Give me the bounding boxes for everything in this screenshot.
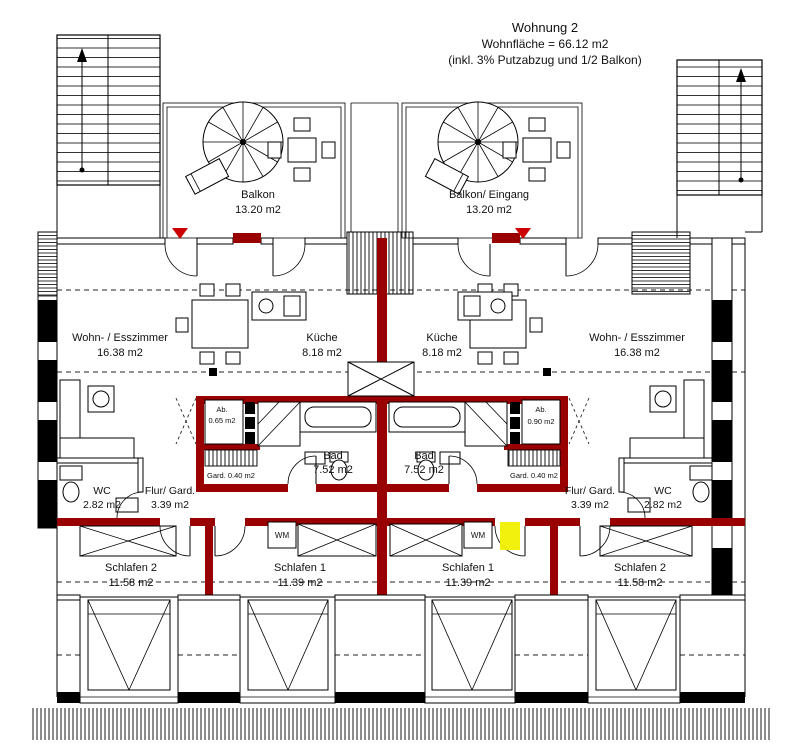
- kitchen-counter-left: [251, 291, 307, 321]
- label-schlafen1-right-area: 11.39 m2: [445, 577, 490, 589]
- center-shaft-outline: [350, 102, 399, 232]
- wardrobe-schlafen2-right: [599, 525, 693, 557]
- label-gard-left: Gard. 0.40 m2: [207, 471, 255, 480]
- label-wc-left-name: WC: [93, 485, 111, 497]
- washing-machine-right: [463, 521, 493, 549]
- label-schlafen2-right-area: 11.58 m2: [617, 577, 662, 589]
- spiral-staircase-right: [437, 101, 519, 183]
- roof-edge-hatch-band: [30, 708, 770, 740]
- label-wc-left-area: 2.82 m2: [83, 499, 121, 511]
- label-bad-right-area: 7.52 m2: [404, 464, 444, 476]
- label-balkon-right-area: 13.20 m2: [466, 204, 512, 216]
- label-schlafen1-right-name: Schlafen 1: [442, 562, 494, 574]
- label-schlafen2-left-area: 11.58 m2: [108, 577, 153, 589]
- bad-fixtures-left: [304, 451, 349, 481]
- staircase-top-right: [676, 59, 763, 238]
- label-schlafen1-left-name: Schlafen 1: [274, 562, 326, 574]
- wardrobe-schlafen1-left: [297, 523, 377, 557]
- label-kueche-left-name: Küche: [306, 332, 337, 344]
- label-schlafen2-left-name: Schlafen 2: [105, 562, 157, 574]
- balcony-table-left: [267, 117, 336, 182]
- label-wm-right: WM: [471, 531, 486, 540]
- wardrobe-rack-gard-right: [507, 449, 561, 467]
- kitchen-counter-right: [457, 291, 513, 321]
- label-balkon-left-name: Balkon: [241, 189, 275, 201]
- sofa-right: [629, 379, 705, 459]
- highlight-marker[interactable]: [500, 522, 520, 550]
- label-wohn-left-name: Wohn- / Esszimmer: [72, 332, 168, 344]
- label-kueche-right-area: 8.18 m2: [422, 347, 462, 359]
- bathtub-right: [388, 401, 466, 433]
- bathtub-left: [299, 401, 377, 433]
- label-wohn-left-area: 16.38 m2: [97, 347, 143, 359]
- label-gard-right: Gard. 0.40 m2: [510, 471, 558, 480]
- label-wohn-right-area: 16.38 m2: [614, 347, 660, 359]
- wardrobe-rack-gard-left: [204, 449, 258, 467]
- ab-closet-right: [510, 399, 561, 445]
- label-flur-left-name: Flur/ Gard.: [145, 485, 195, 497]
- wall-markers: [209, 368, 551, 376]
- label-balkon-left-area: 13.20 m2: [235, 204, 281, 216]
- label-wc-right-area: 2.82 m2: [644, 499, 682, 511]
- label-ab-left-area: 0.65 m2: [208, 416, 235, 425]
- label-wohn-right-name: Wohn- / Esszimmer: [589, 332, 685, 344]
- label-bad-left-name: Bad: [323, 450, 343, 462]
- balcony-table-right: [502, 117, 571, 182]
- wc-fixtures-left: [59, 465, 139, 513]
- bed-schlafen2-right: [595, 599, 677, 691]
- chimney-shaft: [347, 361, 415, 397]
- label-flur-right-area: 3.39 m2: [571, 499, 609, 511]
- lounge-chair-right: [424, 158, 470, 195]
- label-ab-left-name: Ab.: [216, 405, 227, 414]
- spiral-staircase-left: [202, 101, 284, 183]
- label-flur-left-area: 3.39 m2: [151, 499, 189, 511]
- label-ab-right-name: Ab.: [535, 405, 546, 414]
- shower-left: [257, 401, 301, 447]
- bed-schlafen2-left: [87, 599, 171, 691]
- label-bad-right-name: Bad: [414, 450, 434, 462]
- label-balkon-right-name: Balkon/ Eingang: [449, 189, 529, 201]
- label-kueche-right-name: Küche: [426, 332, 457, 344]
- entrance-arrow-markers: [172, 228, 531, 239]
- dining-set-left: [175, 283, 249, 365]
- title-line3: (inkl. 3% Putzabzug und 1/2 Balkon): [448, 53, 641, 67]
- staircase-top-left: [56, 34, 161, 238]
- wardrobe-schlafen1-right: [389, 523, 463, 557]
- title-line2: Wohnfläche = 66.12 m2: [482, 37, 609, 51]
- label-wm-left: WM: [275, 531, 290, 540]
- label-wc-right-name: WC: [654, 485, 672, 497]
- washing-machine-left: [267, 521, 297, 549]
- bed-schlafen1-left: [247, 599, 329, 691]
- title-line1: Wohnung 2: [512, 20, 578, 35]
- wardrobe-schlafen2-left: [79, 525, 177, 557]
- label-ab-right-area: 0.90 m2: [527, 417, 554, 426]
- lounge-chair-left: [184, 158, 230, 195]
- label-schlafen2-right-name: Schlafen 2: [614, 562, 666, 574]
- label-bad-left-area: 7.52 m2: [313, 464, 353, 476]
- labels: Wohnung 2 Wohnfläche = 66.12 m2 (inkl. 3…: [72, 20, 685, 589]
- sofa-left: [59, 379, 135, 459]
- label-flur-right-name: Flur/ Gard.: [565, 485, 615, 497]
- red-walls: [57, 233, 745, 598]
- shower-right: [464, 401, 508, 447]
- wc-fixtures-right: [627, 465, 713, 513]
- bed-schlafen1-right: [431, 599, 513, 691]
- bad-fixtures-right: [416, 451, 461, 481]
- outer-walls: [37, 231, 746, 697]
- label-schlafen1-left-area: 11.39 m2: [277, 577, 322, 589]
- label-kueche-left-area: 8.18 m2: [302, 347, 342, 359]
- ab-closet-left: [204, 399, 255, 445]
